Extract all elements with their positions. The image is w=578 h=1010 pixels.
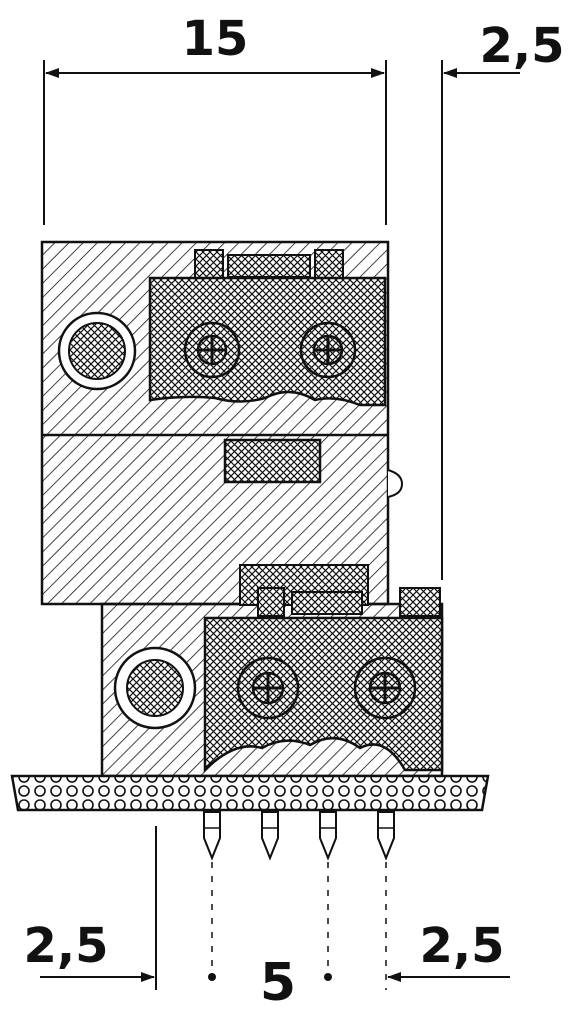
dimension-pin-pitch-label: 5	[260, 953, 296, 1010]
pin-2	[261, 811, 279, 861]
terminal-screw-upper-2	[299, 321, 357, 379]
dimension-pin-pitch: 5	[208, 953, 332, 1010]
dimension-bottom-left-label: 2,5	[23, 918, 108, 974]
upper-housing	[40, 240, 404, 606]
dimension-bottom-left: 2,5	[23, 826, 157, 990]
dimension-top-width-label: 15	[182, 11, 249, 67]
pin-4	[377, 811, 395, 990]
dimension-bottom-right: 2,5	[387, 918, 510, 982]
pcb-board	[10, 774, 490, 812]
lower-housing	[100, 564, 444, 778]
pin-3	[319, 811, 337, 968]
dimension-top-right: 2,5	[441, 18, 565, 580]
terminal-screw-lower-2	[353, 656, 417, 720]
fixing-screw-upper	[57, 311, 137, 391]
dimension-top-right-label: 2,5	[479, 18, 564, 74]
dimension-top-width: 15	[43, 11, 387, 225]
fixing-screw-lower	[113, 646, 197, 730]
terminal-screw-lower-1	[236, 656, 300, 720]
dimension-bottom-right-label: 2,5	[419, 918, 504, 974]
pin-1	[203, 811, 221, 968]
terminal-screw-upper-1	[183, 321, 241, 379]
pins	[203, 811, 395, 990]
